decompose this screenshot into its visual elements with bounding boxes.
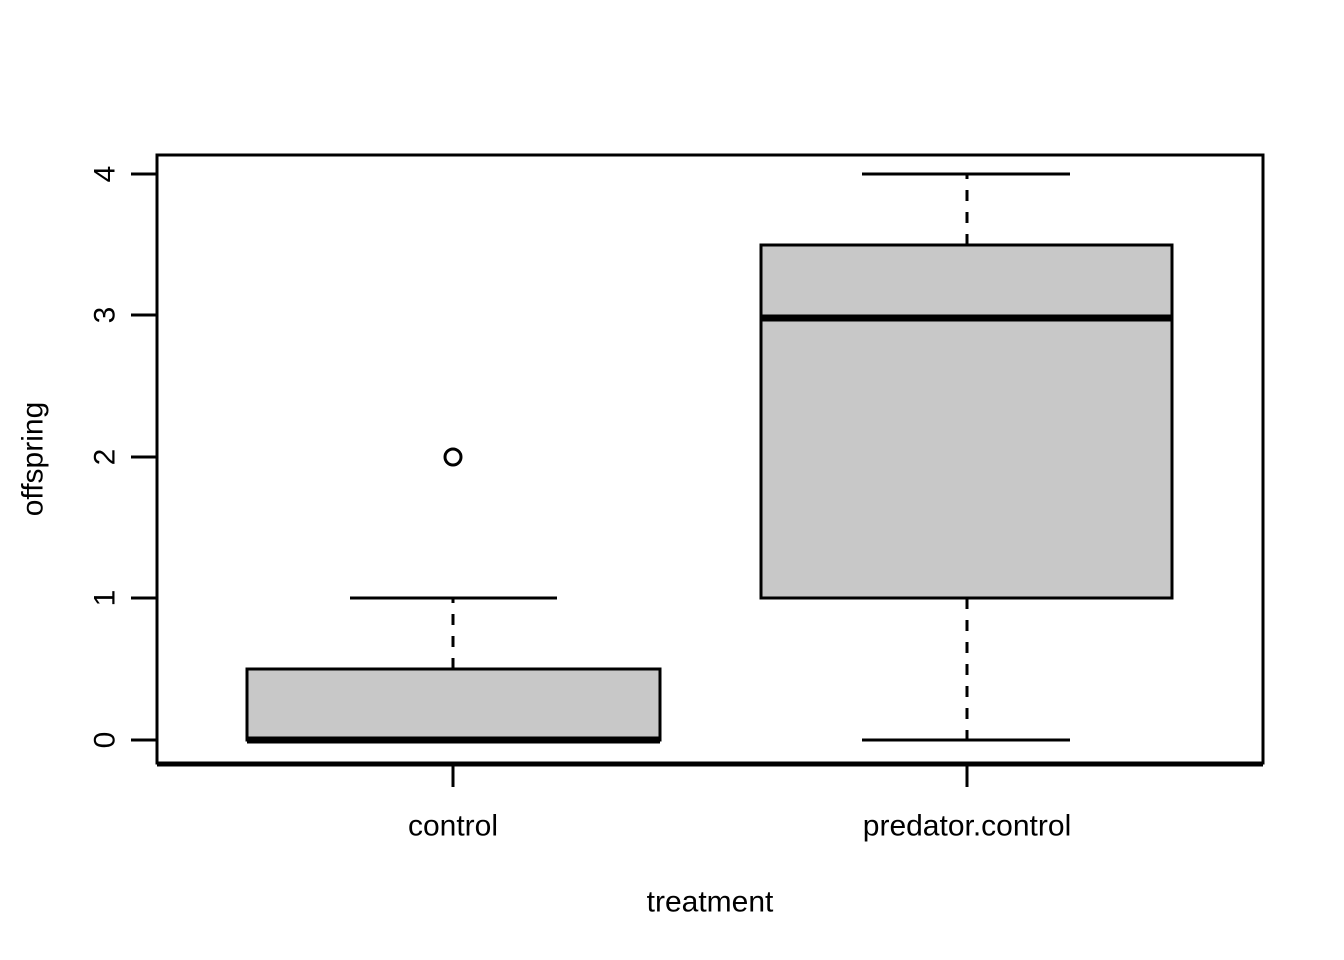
outlier-control-1 [443,447,463,467]
x-tick-label-predator-control: predator.control [863,810,1071,843]
y-tick-label-3: 3 [89,307,122,324]
plot-frame [155,153,1265,765]
y-axis-title: offspring [17,402,50,517]
y-axis-tick-labels: 4 3 2 1 0 [89,166,122,749]
y-tick-label-2: 2 [89,449,122,466]
x-tick-label-control: control [408,810,498,843]
box-control [245,667,662,742]
x-axis-title: treatment [647,886,774,919]
box-predator-control [759,243,1174,600]
y-tick-label-4: 4 [89,166,122,183]
box-group-predator-control [759,172,1174,742]
box-group-control [245,447,662,744]
y-tick-label-1: 1 [89,590,122,607]
y-tick-label-0: 0 [89,732,122,749]
x-axis [157,763,1263,787]
y-axis-ticks [131,172,157,742]
